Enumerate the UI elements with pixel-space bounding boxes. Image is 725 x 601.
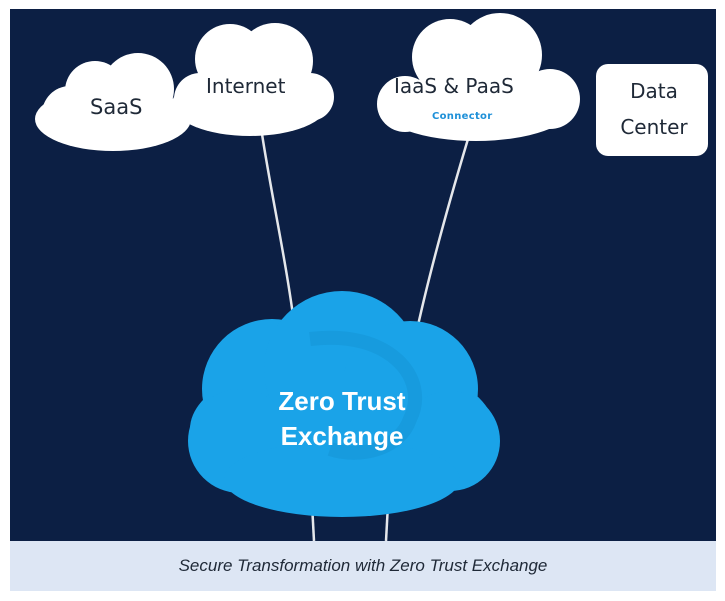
- zero-trust-exchange-label: Zero Trust Exchange: [232, 384, 452, 454]
- data-center-line-2: Center: [620, 115, 688, 139]
- zte-line-1: Zero Trust: [278, 386, 406, 416]
- iaas-paas-cloud: [377, 13, 580, 141]
- diagram-graphics: [35, 13, 580, 541]
- data-center-box: [596, 64, 708, 156]
- internet-cloud: [172, 23, 334, 136]
- internet-label: Internet: [206, 74, 286, 98]
- network-diagram: SaaS Internet IaaS & PaaS Connector Data…: [10, 9, 716, 541]
- exchange-swirl: [309, 330, 422, 460]
- iaas-to-exchange-line: [413, 138, 470, 340]
- saas-label: SaaS: [90, 95, 143, 119]
- internet-to-exchange-line: [260, 133, 298, 340]
- connector-label: Connector: [432, 111, 493, 122]
- saas-cloud: [35, 53, 191, 151]
- iaas-paas-label: IaaS & PaaS: [394, 74, 514, 98]
- data-center-line-1: Data: [630, 79, 678, 103]
- zero-trust-exchange-cloud: [188, 291, 500, 517]
- data-center-label: Data Center: [606, 73, 702, 145]
- figure-caption: Secure Transformation with Zero Trust Ex…: [10, 541, 716, 591]
- zte-line-2: Exchange: [280, 421, 404, 451]
- caption-text: Secure Transformation with Zero Trust Ex…: [178, 556, 548, 575]
